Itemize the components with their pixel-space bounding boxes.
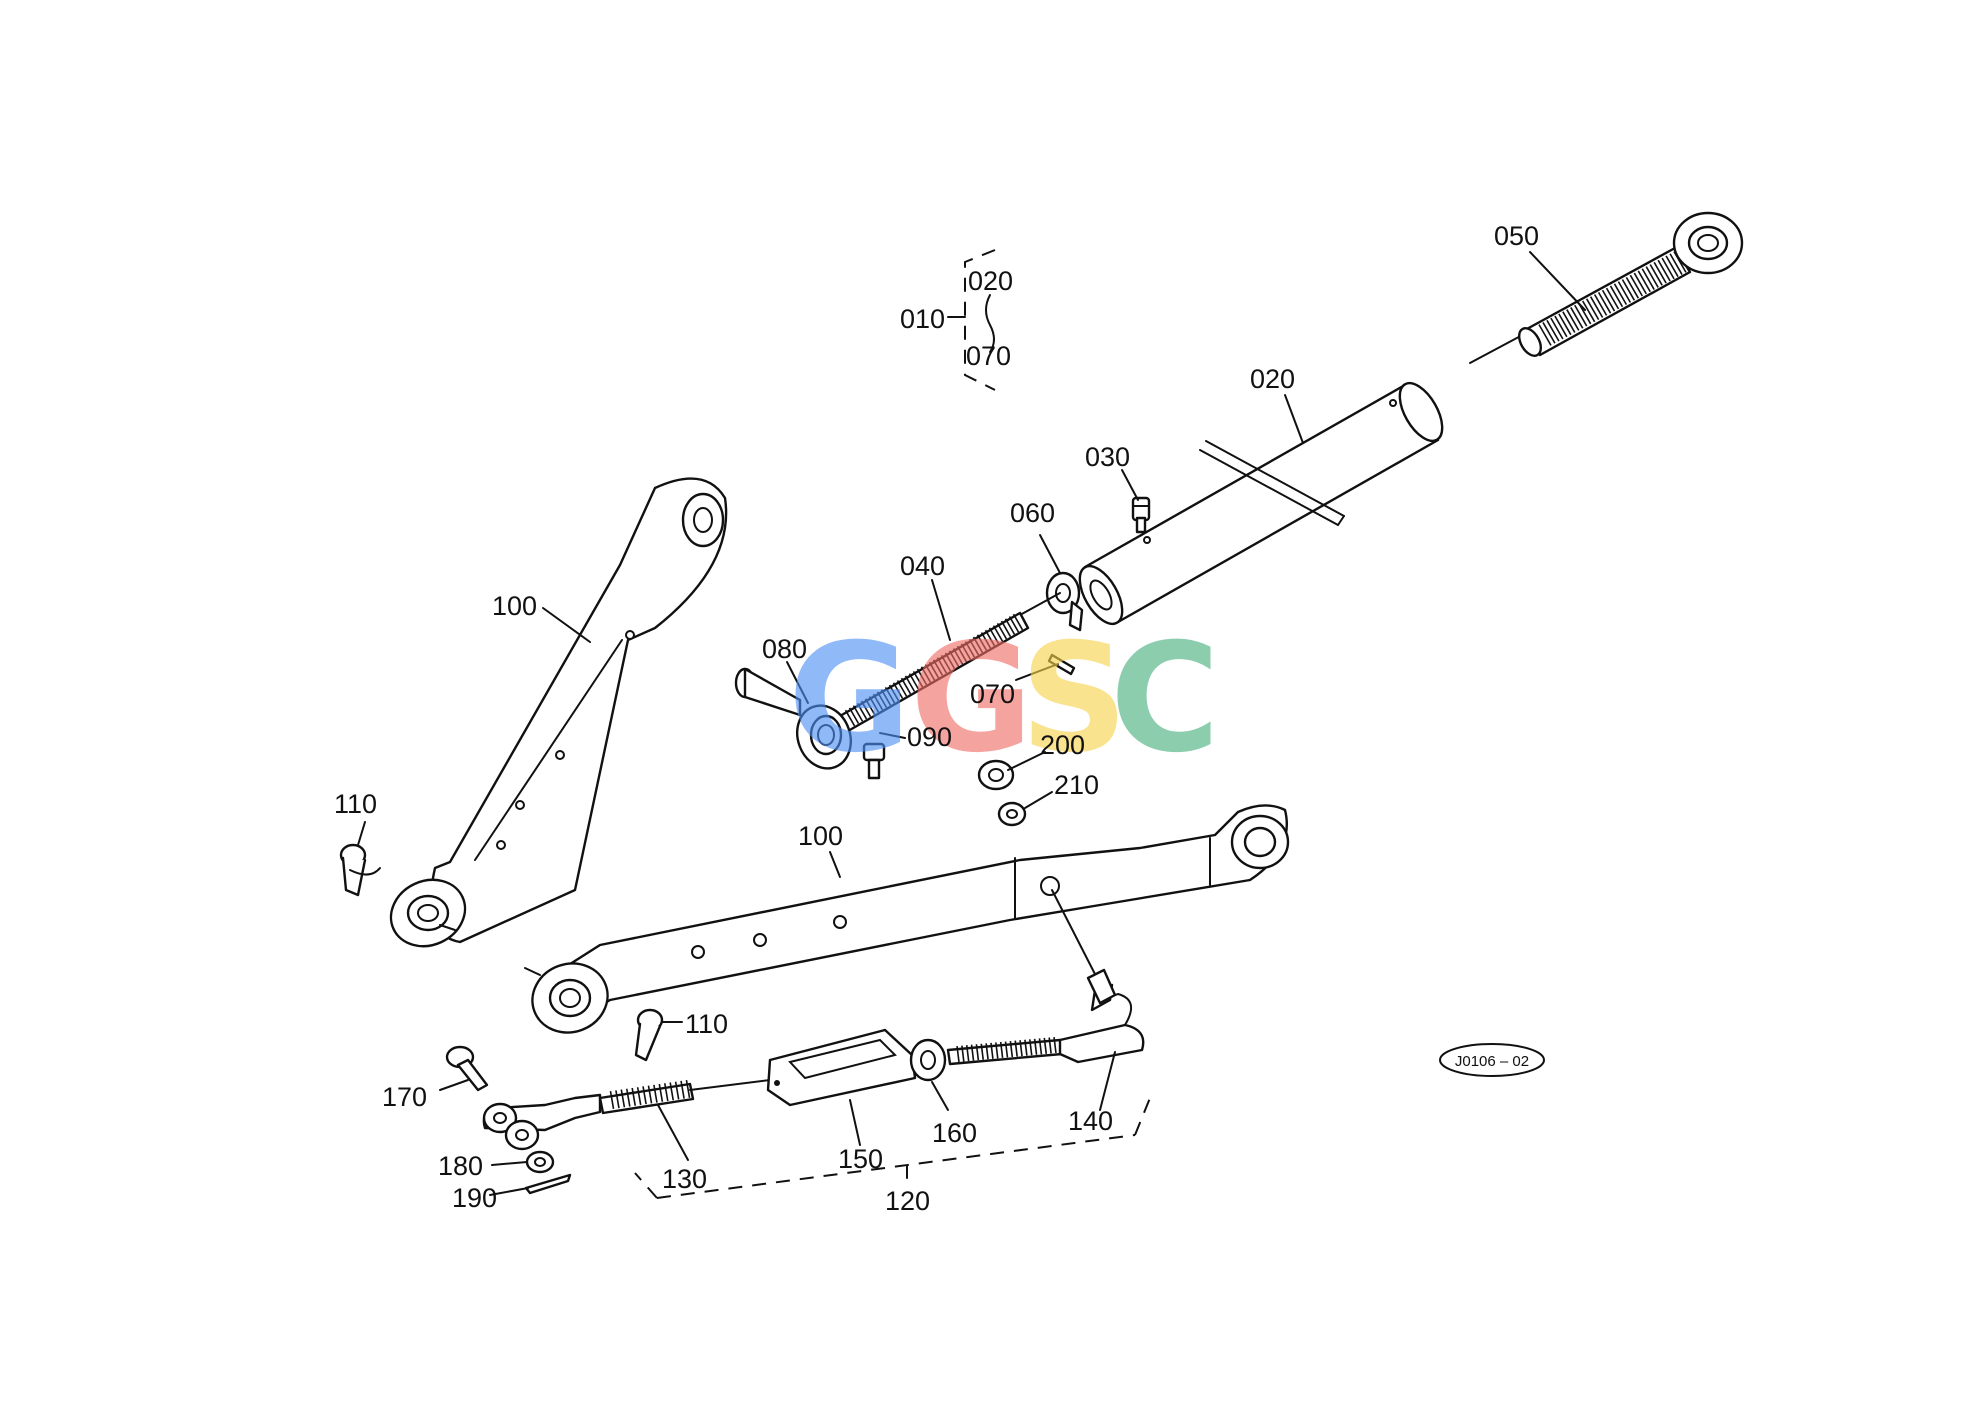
pin-080 [734, 667, 802, 717]
nut-200 [977, 759, 1015, 791]
callout-180: 180 [438, 1151, 483, 1181]
callout-100-left: 100 [492, 591, 537, 621]
callout-140: 140 [1068, 1106, 1113, 1136]
pin-070 [1047, 653, 1076, 676]
nut-060 [1045, 571, 1084, 632]
callout-100-right: 100 [798, 821, 843, 851]
washer-210 [997, 801, 1027, 827]
callout-080: 080 [762, 634, 807, 664]
callout-120: 120 [885, 1186, 930, 1216]
grease-nipple-030 [1131, 496, 1151, 534]
lower-link-100-left [389, 477, 728, 948]
linch-pin-110-right [634, 1008, 664, 1062]
callout-170: 170 [382, 1082, 427, 1112]
linch-pin-110-left [339, 843, 381, 897]
threaded-rod-040 [796, 592, 1061, 770]
callout-210: 210 [1054, 770, 1099, 800]
callout-110-right: 110 [685, 1009, 728, 1039]
callout-labels: 010 020 070 050 020 030 060 040 080 070 … [334, 221, 1539, 1216]
lower-link-100-right [524, 804, 1290, 1034]
callout-150: 150 [838, 1144, 883, 1174]
callout-040: 040 [900, 551, 945, 581]
watermark-letter: S [1020, 612, 1128, 786]
watermark-letter: G [788, 612, 911, 786]
callout-070: 070 [970, 679, 1015, 709]
leader-lines [357, 251, 1586, 1196]
callout-020-range: 020 [968, 266, 1013, 296]
callout-010: 010 [900, 304, 945, 334]
watermark-letter: C [1110, 612, 1220, 786]
diagram-code: J0106 – 02 [1455, 1053, 1529, 1070]
callout-030: 030 [1085, 442, 1130, 472]
callout-050: 050 [1494, 221, 1539, 251]
callout-200: 200 [1040, 730, 1085, 760]
watermark-letter: G [910, 612, 1033, 786]
check-chain-120 [445, 889, 1145, 1195]
callout-060: 060 [1010, 498, 1055, 528]
callout-090: 090 [907, 722, 952, 752]
diagram-code-badge: J0106 – 02 [1439, 1043, 1545, 1077]
group-bracket-010 [947, 249, 996, 391]
tube-020 [1078, 381, 1444, 626]
callout-110-left: 110 [334, 789, 377, 819]
callout-020: 020 [1250, 364, 1295, 394]
callout-190: 190 [452, 1183, 497, 1213]
callout-070-range: 070 [966, 341, 1011, 371]
rod-end-050 [1469, 211, 1744, 364]
group-bracket-120 [634, 1097, 1151, 1199]
callout-130: 130 [662, 1164, 707, 1194]
bolt-090 [862, 742, 886, 780]
callout-160: 160 [932, 1118, 977, 1148]
watermark-logo: G G S C [788, 612, 1220, 786]
